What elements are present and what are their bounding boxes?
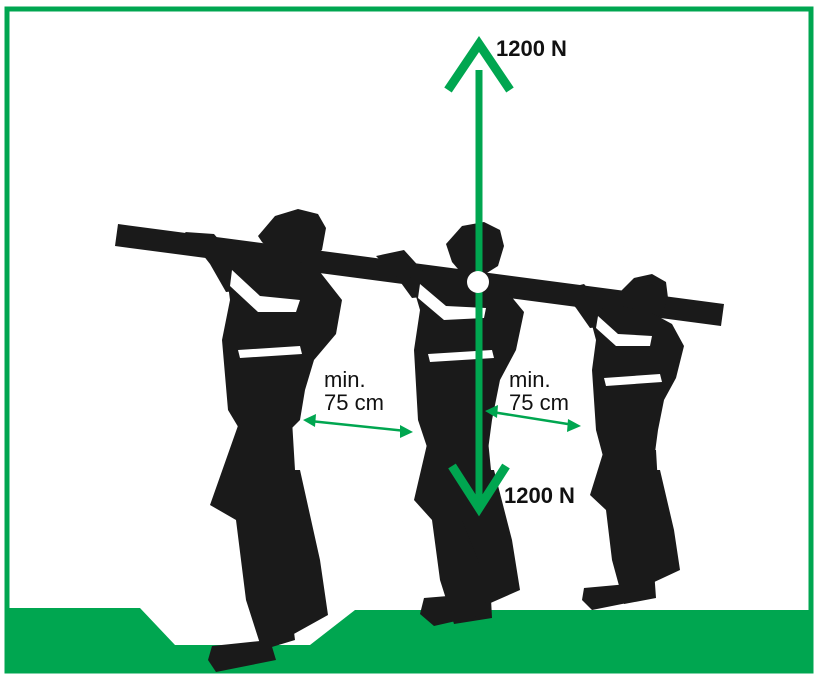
frame-border [7, 9, 811, 671]
ground-icon [9, 608, 810, 672]
spacing-right-line1: min. [509, 367, 551, 392]
spacing-left-line1: min. [324, 367, 366, 392]
worker-silhouette-icon [185, 209, 342, 672]
spacing-right-line2: 75 cm [509, 390, 569, 415]
double-arrow-icon [303, 414, 413, 438]
spacing-left-line2: 75 cm [324, 390, 384, 415]
contact-point [467, 271, 489, 293]
worker-silhouette-icon [560, 274, 684, 610]
force-up-label: 1200 N [496, 36, 567, 61]
force-down-label: 1200 N [504, 483, 575, 508]
